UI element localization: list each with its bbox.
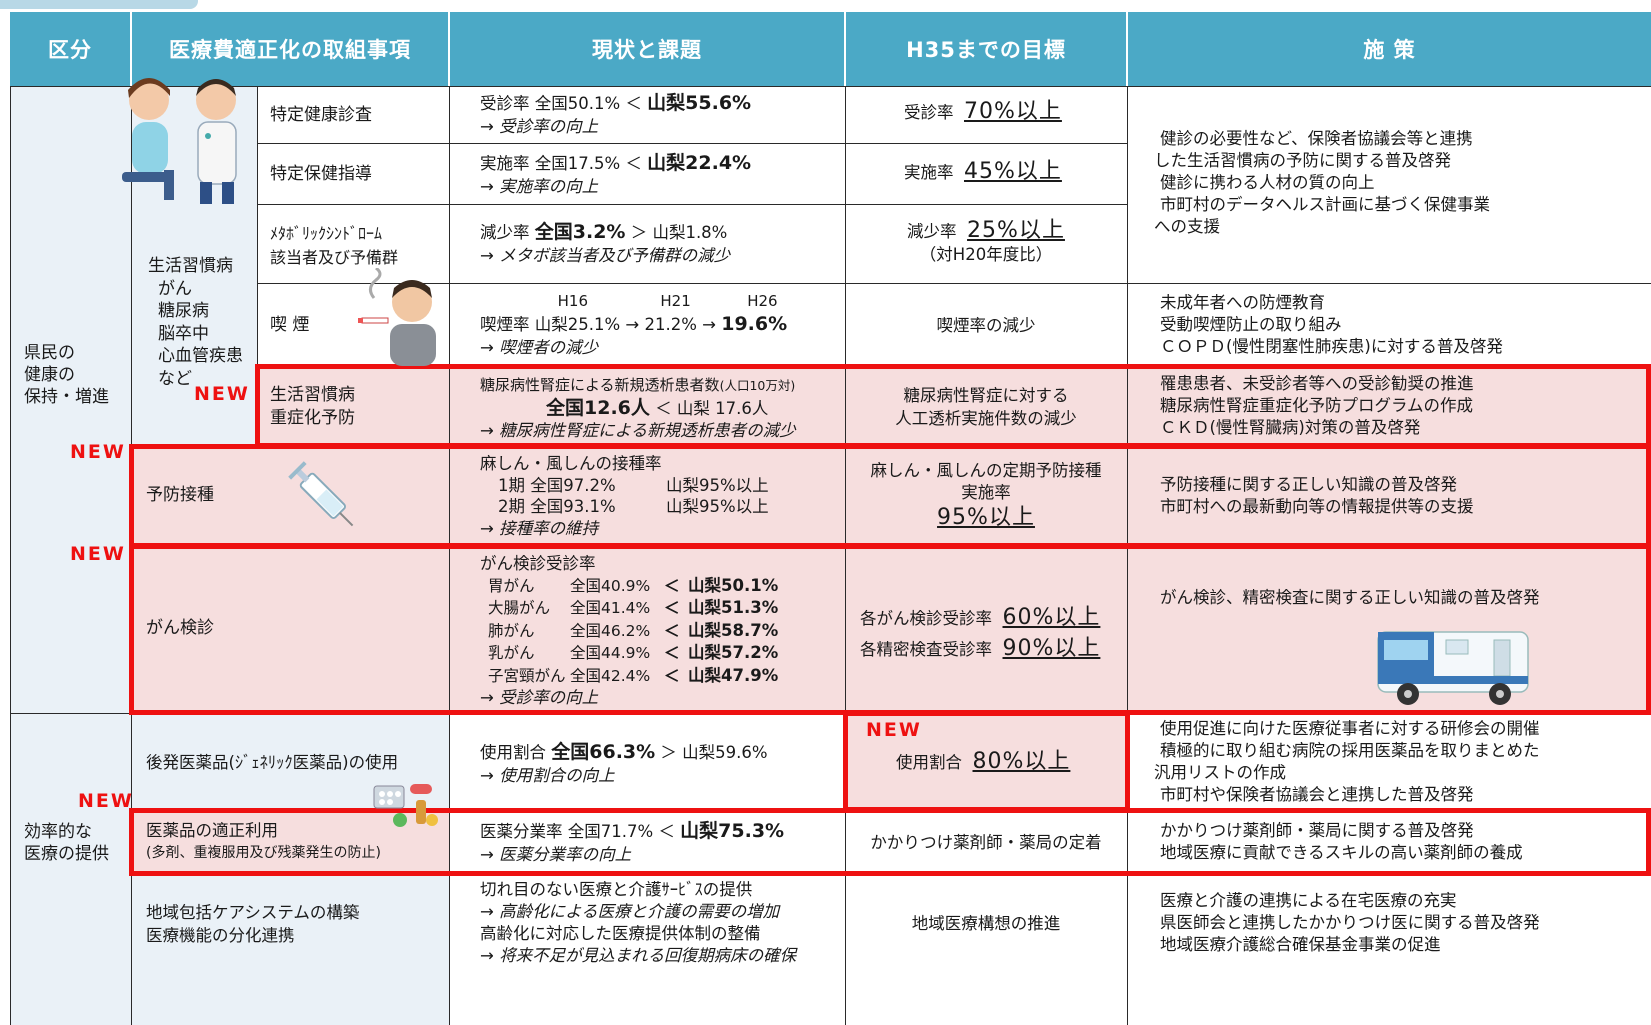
hline-a (257, 143, 1128, 144)
cancer-type-row: 乳がん全国44.9%＜山梨57.2% (488, 643, 779, 662)
item-checkup: 特定健康診査 (270, 104, 372, 125)
policy-community: 医療と介護の連携による在宅医療の充実 県医師会と連携したかかりつけ医に関する普及… (1160, 891, 1540, 954)
status-smoking: H16 H21 H26 喫煙率 山梨25.1% → 21.2% → 19.6% … (480, 292, 788, 357)
header-goal: H35までの目標 (846, 12, 1126, 86)
vline-1 (131, 86, 132, 1025)
policy-proper: かかりつけ薬剤師・薬局に関する普及啓発 地域医療に貢献できるスキルの高い薬剤師の… (1160, 821, 1523, 862)
severe-row-bg (257, 366, 1651, 446)
status-generic: 使用割合 全国66.3% ＞ 山梨59.6% → 使用割合の向上 (480, 741, 768, 785)
status-vaccination: 麻しん・風しんの接種率 1期 全国97.2%山梨95%以上 2期 全国93.1%… (480, 454, 769, 538)
cancer-type-row: 子宮頸がん全国42.4%＜山梨47.9% (488, 665, 779, 685)
item-generic: 後発医薬品(ｼﾞｪﾈﾘｯｸ医薬品)の使用 (146, 753, 399, 772)
item-guidance: 特定保健指導 (270, 163, 372, 184)
header-policy: 施 策 (1128, 12, 1651, 86)
generic-goal-bg (846, 713, 1128, 810)
policy-severe: 罹患患者、未受診者等への受診勧奨の推進 糖尿病性腎症重症化予防プログラムの作成 … (1160, 374, 1474, 437)
header-initiatives: 医療費適正化の取組事項 (132, 12, 448, 86)
category-efficient-cell (10, 713, 131, 1025)
doctor-patient-illustration (122, 78, 237, 204)
vline-5 (1127, 86, 1128, 1025)
new-badge-vaccination: NEW (70, 441, 126, 463)
medicine-illustration (373, 784, 438, 827)
hline-b (257, 204, 1128, 205)
cancer-type-row: 肺がん全国46.2%＜山梨58.7% (488, 620, 779, 640)
cancer-type-row: 大腸がん全国41.4%＜山梨51.3% (488, 598, 779, 617)
new-badge-proper: NEW (78, 790, 134, 812)
smoker-illustration (358, 268, 436, 366)
item-metabo: ﾒﾀﾎﾞﾘｯｸｼﾝﾄﾞﾛｰﾑ該当者及び予備群 (270, 224, 399, 267)
category-efficient-label: 効率的な医療の提供 (24, 822, 109, 864)
status-severe: 糖尿病性腎症による新規透析患者数(人口10万対) 全国12.6人 ＜ 山梨 17… (480, 376, 796, 440)
status-metabo: 減少率 全国3.2% ＞ 山梨1.8% → メタボ該当者及び予備群の減少 (480, 221, 731, 265)
new-badge-severe: NEW (194, 383, 250, 405)
item-smoking: 喫 煙 (270, 315, 310, 335)
policy-vaccination: 予防接種に関する正しい知識の普及啓発 市町村への最新動向等の情報提供等の支援 (1160, 475, 1474, 516)
cancer-type-row: 胃がん全国40.9%＜山梨50.1% (488, 575, 779, 595)
category-health-label: 県民の健康の保持・増進 (24, 343, 109, 407)
vline-4 (845, 86, 846, 1025)
item-cancer: がん検診 (146, 618, 214, 638)
category-health-cell (10, 86, 131, 713)
status-guidance: 実施率 全国17.5% ＜ 山梨22.4% → 実施率の向上 (480, 152, 752, 196)
lifestyle-group-label: 生活習慣病 がん 糖尿病 脳卒中 心血管疾患 など (148, 256, 243, 389)
item-severe: 生活習慣病重症化予防 (270, 385, 355, 428)
rows-white-area (257, 86, 1651, 366)
hline-e (131, 874, 1651, 875)
vline-2 (257, 86, 258, 446)
goal-proper: かかりつけ薬剤師・薬局の定着 (870, 833, 1102, 852)
item-community: 地域包括ケアシステムの構築 医療機能の分化連携 (146, 903, 360, 945)
status-community: 切れ目のない医療と介護ｻｰﾋﾞｽの提供 → 高齢化による医療と介護の需要の増加 … (480, 880, 797, 965)
top-tab-decoration (0, 0, 198, 9)
goal-checkup: 受診率 70%以上 (904, 99, 1062, 124)
goal-generic: 使用割合 80%以上 (896, 749, 1071, 774)
hline-top (10, 86, 1651, 87)
goal-smoking: 喫煙率の減少 (936, 316, 1036, 335)
goal-community: 地域医療構想の推進 (911, 914, 1061, 933)
goal-metabo: 減少率 25%以上 （対H20年度比） (907, 218, 1065, 264)
hline-c (257, 283, 1651, 284)
status-cancer: がん検診受診率 胃がん全国40.9%＜山梨50.1% 大腸がん全国41.4%＜山… (480, 554, 779, 707)
goal-guidance: 実施率 45%以上 (904, 159, 1062, 184)
policy-cancer: がん検診、精密検査に関する正しい知識の普及啓発 (1160, 588, 1540, 607)
status-checkup: 受診率 全国50.1% ＜ 山梨55.6% → 受診率の向上 (480, 92, 752, 136)
vline-left (10, 86, 11, 1025)
syringe-illustration (288, 461, 354, 527)
header-status: 現状と課題 (450, 12, 844, 86)
item-proper: 医薬品の適正利用 (多剤、重複服用及び残薬発生の防止) (146, 821, 381, 861)
item-vaccination: 予防接種 (146, 485, 214, 505)
vaccination-row-bg (131, 446, 1651, 546)
new-badge-generic-goal: NEW (866, 719, 922, 741)
header-category: 区分 (10, 12, 130, 86)
policy-checkup-shared: 健診の必要性など、保険者協議会等と連携 した生活習慣病の予防に関する普及啓発 健… (1154, 129, 1490, 236)
goal-cancer: 各がん検診受診率 60%以上 各精密検査受診率 90%以上 (860, 605, 1101, 661)
new-badge-cancer: NEW (70, 543, 126, 565)
goal-severe: 糖尿病性腎症に対する人工透析実施件数の減少 (895, 386, 1077, 428)
policy-smoking: 未成年者への防煙教育 受動喫煙防止の取り組み ＣＯＰＤ(慢性閉塞性肺疾患)に対す… (1160, 293, 1503, 356)
vline-3 (449, 86, 450, 1025)
health-bus-illustration (1377, 631, 1529, 705)
hline-d (10, 713, 1651, 714)
policy-generic: 使用促進に向けた医療従事者に対する研修会の開催 積極的に取り組む病院の採用医薬品… (1154, 719, 1540, 804)
goal-vaccination: 麻しん・風しんの定期予防接種 実施率 95%以上 (870, 461, 1102, 530)
status-proper: 医薬分業率 全国71.7% ＜ 山梨75.3% → 医薬分業率の向上 (480, 820, 785, 864)
community-item-bg (131, 874, 449, 1025)
